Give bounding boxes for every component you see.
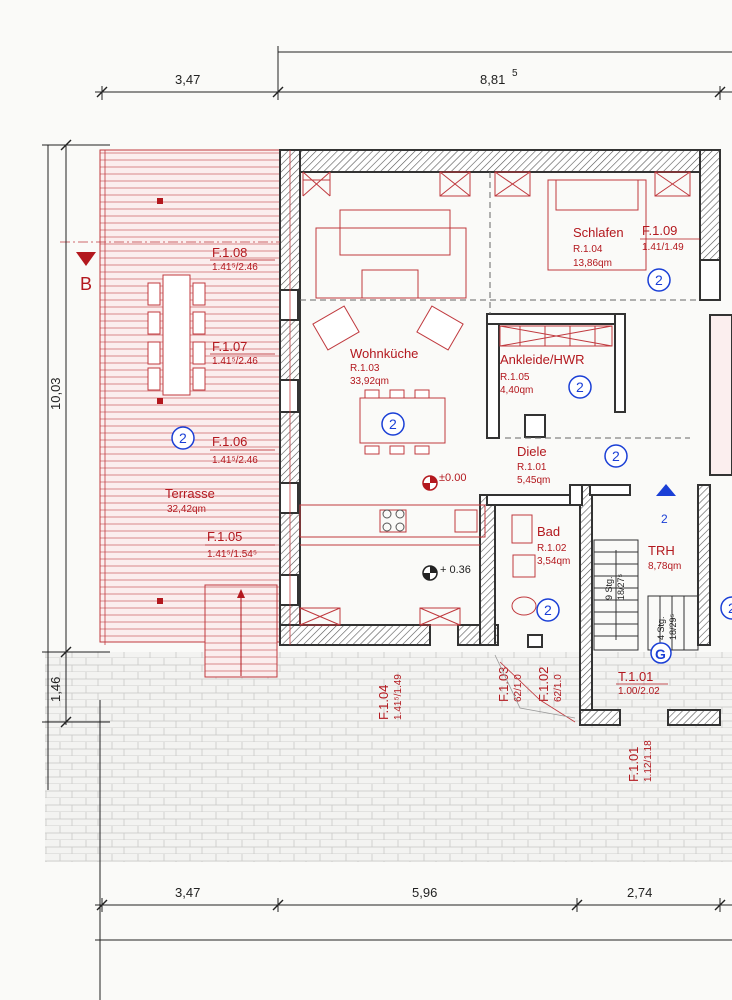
zone-marker-label: 2 [612,448,620,464]
window-f105-id: F.1.05 [207,529,242,544]
stair-flight1-steps: 9 Stg. [604,576,614,600]
elevation-marker-low-icon [422,565,438,581]
elevation-main: ±0.00 [439,472,466,484]
stone-paving [45,652,732,862]
window-f103-id: F.1.03 [496,667,511,702]
room-bad-name: Bad [537,524,560,539]
zone-marker-circle-icon [720,596,732,620]
stair-flight2-steps: 4 Stg. [656,616,666,640]
entrance-marker-icon [650,642,672,664]
window-f104-id: F.1.04 [376,685,391,720]
dim-bottom-3: 2,74 [627,885,652,900]
room-wohnkueche-name: Wohnküche [350,346,418,361]
room-terrasse-name: Terrasse [165,486,215,501]
room-bad-num: R.1.02 [537,543,567,554]
room-ankleide-num: R.1.05 [500,372,530,383]
zone-marker-label: 2 [389,416,397,432]
stair-flight2-ratio: 18/29⁵ [668,613,678,640]
terrace-deck [99,149,281,643]
room-diele-num: R.1.01 [517,462,547,473]
zone-marker-label: 2 [655,272,663,288]
room-schlafen-area: 13,86qm [573,258,612,269]
room-ankleide-name: Ankleide/HWR [500,352,585,367]
section-marker-triangle [76,252,96,266]
door-t101-size: 1.00/2.02 [618,686,660,697]
stair-flight1-ratio: 18/27⁵ [616,573,626,600]
elevation-marker-icon [422,475,438,491]
dim-bottom-2: 5,96 [412,885,437,900]
door-t101-id: T.1.01 [618,669,653,684]
window-f108-size: 1.41⁵/2.46 [212,262,258,273]
window-f106-id: F.1.06 [212,434,247,449]
dim-bottom-1: 3,47 [175,885,200,900]
room-bad-area: 3,54qm [537,556,570,567]
room-trh-name: TRH [648,543,675,558]
window-f101-id: F.1.01 [626,747,641,782]
room-wohnkueche-area: 33,92qm [350,376,389,387]
room-ankleide-area: 4,40qm [500,385,533,396]
zone-marker-circle-icon [568,375,592,399]
dim-top-house-sup: 5 [512,68,518,79]
window-f107-id: F.1.07 [212,339,247,354]
section-view-triangle-icon [656,484,676,496]
zone-marker-circle-icon [381,412,405,436]
section-marker-label: B [80,274,92,294]
room-terrasse-area: 32,42qm [167,504,206,515]
window-f106-size: 1.41⁵/2.46 [212,455,258,466]
window-f109-size: 1.41/1.49 [642,242,684,253]
window-f109-id: F.1.09 [642,223,677,238]
elevation-low: + 0.36 [440,564,471,576]
zone-marker-circle-icon [604,444,628,468]
window-f102-size: 62/1.0 [553,674,564,702]
zone-marker-circle-icon [536,598,560,622]
zone-marker-circle-icon [171,426,195,450]
terrace-table [162,274,191,396]
zone-marker-label: 2 [179,430,187,446]
staircase [593,539,699,651]
room-diele-name: Diele [517,444,547,459]
room-trh-area: 8,78qm [648,561,681,572]
zone-marker-label: 2 [576,379,584,395]
window-f103-size: 62/1.0 [513,674,524,702]
window-f107-size: 1.41⁵/2.46 [212,356,258,367]
window-f105-size: 1.41⁵/1.54⁵ [207,549,257,560]
zone-marker-circle-icon [647,268,671,292]
room-schlafen-num: R.1.04 [573,244,603,255]
room-wohnkueche-num: R.1.03 [350,363,380,374]
room-schlafen-name: Schlafen [573,225,624,240]
zone-marker-label: 2 [728,600,732,616]
window-f108-id: F.1.08 [212,245,247,260]
dim-left-lower: 1,46 [48,677,63,702]
dim-left-height: 10,03 [48,377,63,410]
dim-top-house: 8,81 [480,72,505,87]
window-f104-size: 1.41⁵/1.49 [393,674,404,720]
window-f102-id: F.1.02 [536,667,551,702]
entrance-marker-label: G [655,646,666,662]
section-view-label: 2 [661,512,668,526]
dim-top-terrace: 3,47 [175,72,200,87]
window-f101-size: 1.12/1.18 [643,740,654,782]
room-diele-area: 5,45qm [517,475,550,486]
zone-marker-label: 2 [544,602,552,618]
